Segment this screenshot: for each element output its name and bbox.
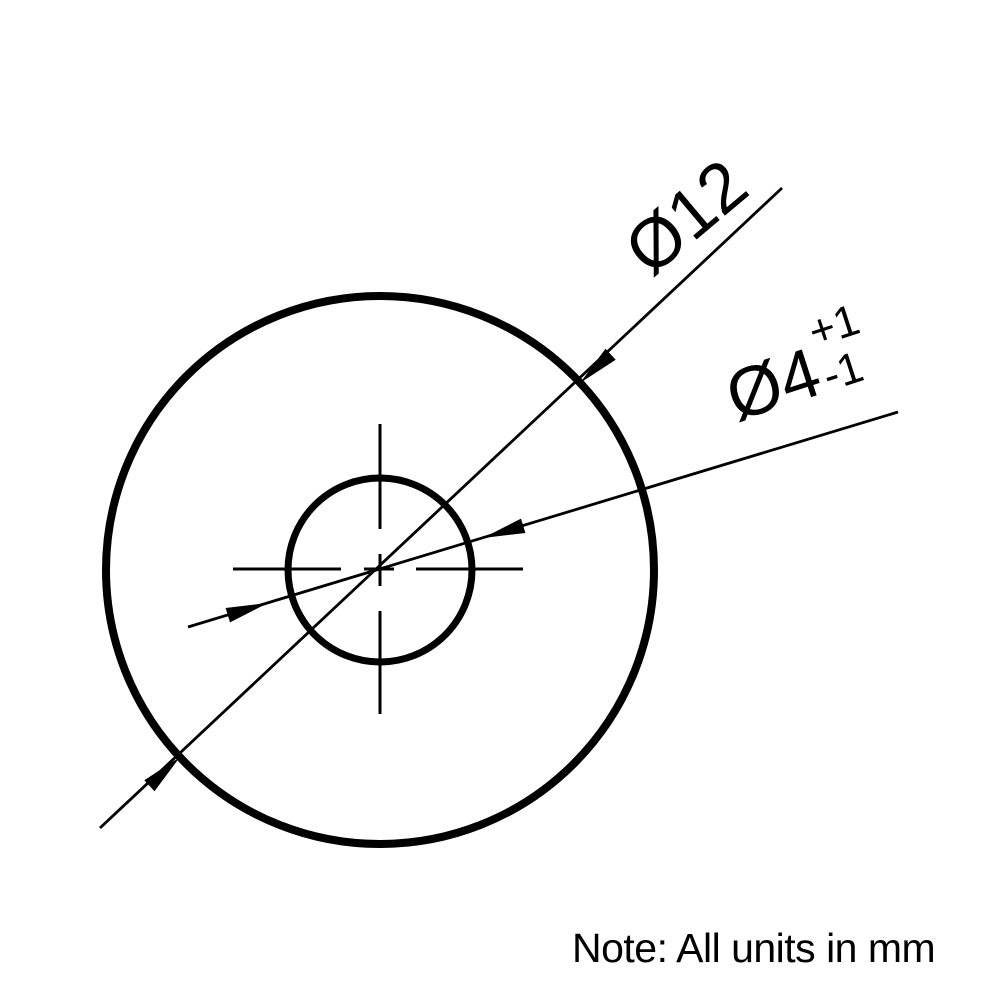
dim-line-outer — [99, 186, 783, 830]
outer-circle — [102, 292, 658, 848]
dimension-inner-value: Ø4 — [716, 332, 830, 436]
arrowhead-outer-lower — [144, 757, 180, 792]
arrowhead-outer-upper — [580, 348, 616, 383]
arrowhead-inner-right — [483, 518, 526, 538]
arrowhead-inner-left — [225, 603, 268, 623]
dim-line-inner — [187, 410, 899, 629]
units-note: Note: All units in mm — [572, 925, 936, 971]
